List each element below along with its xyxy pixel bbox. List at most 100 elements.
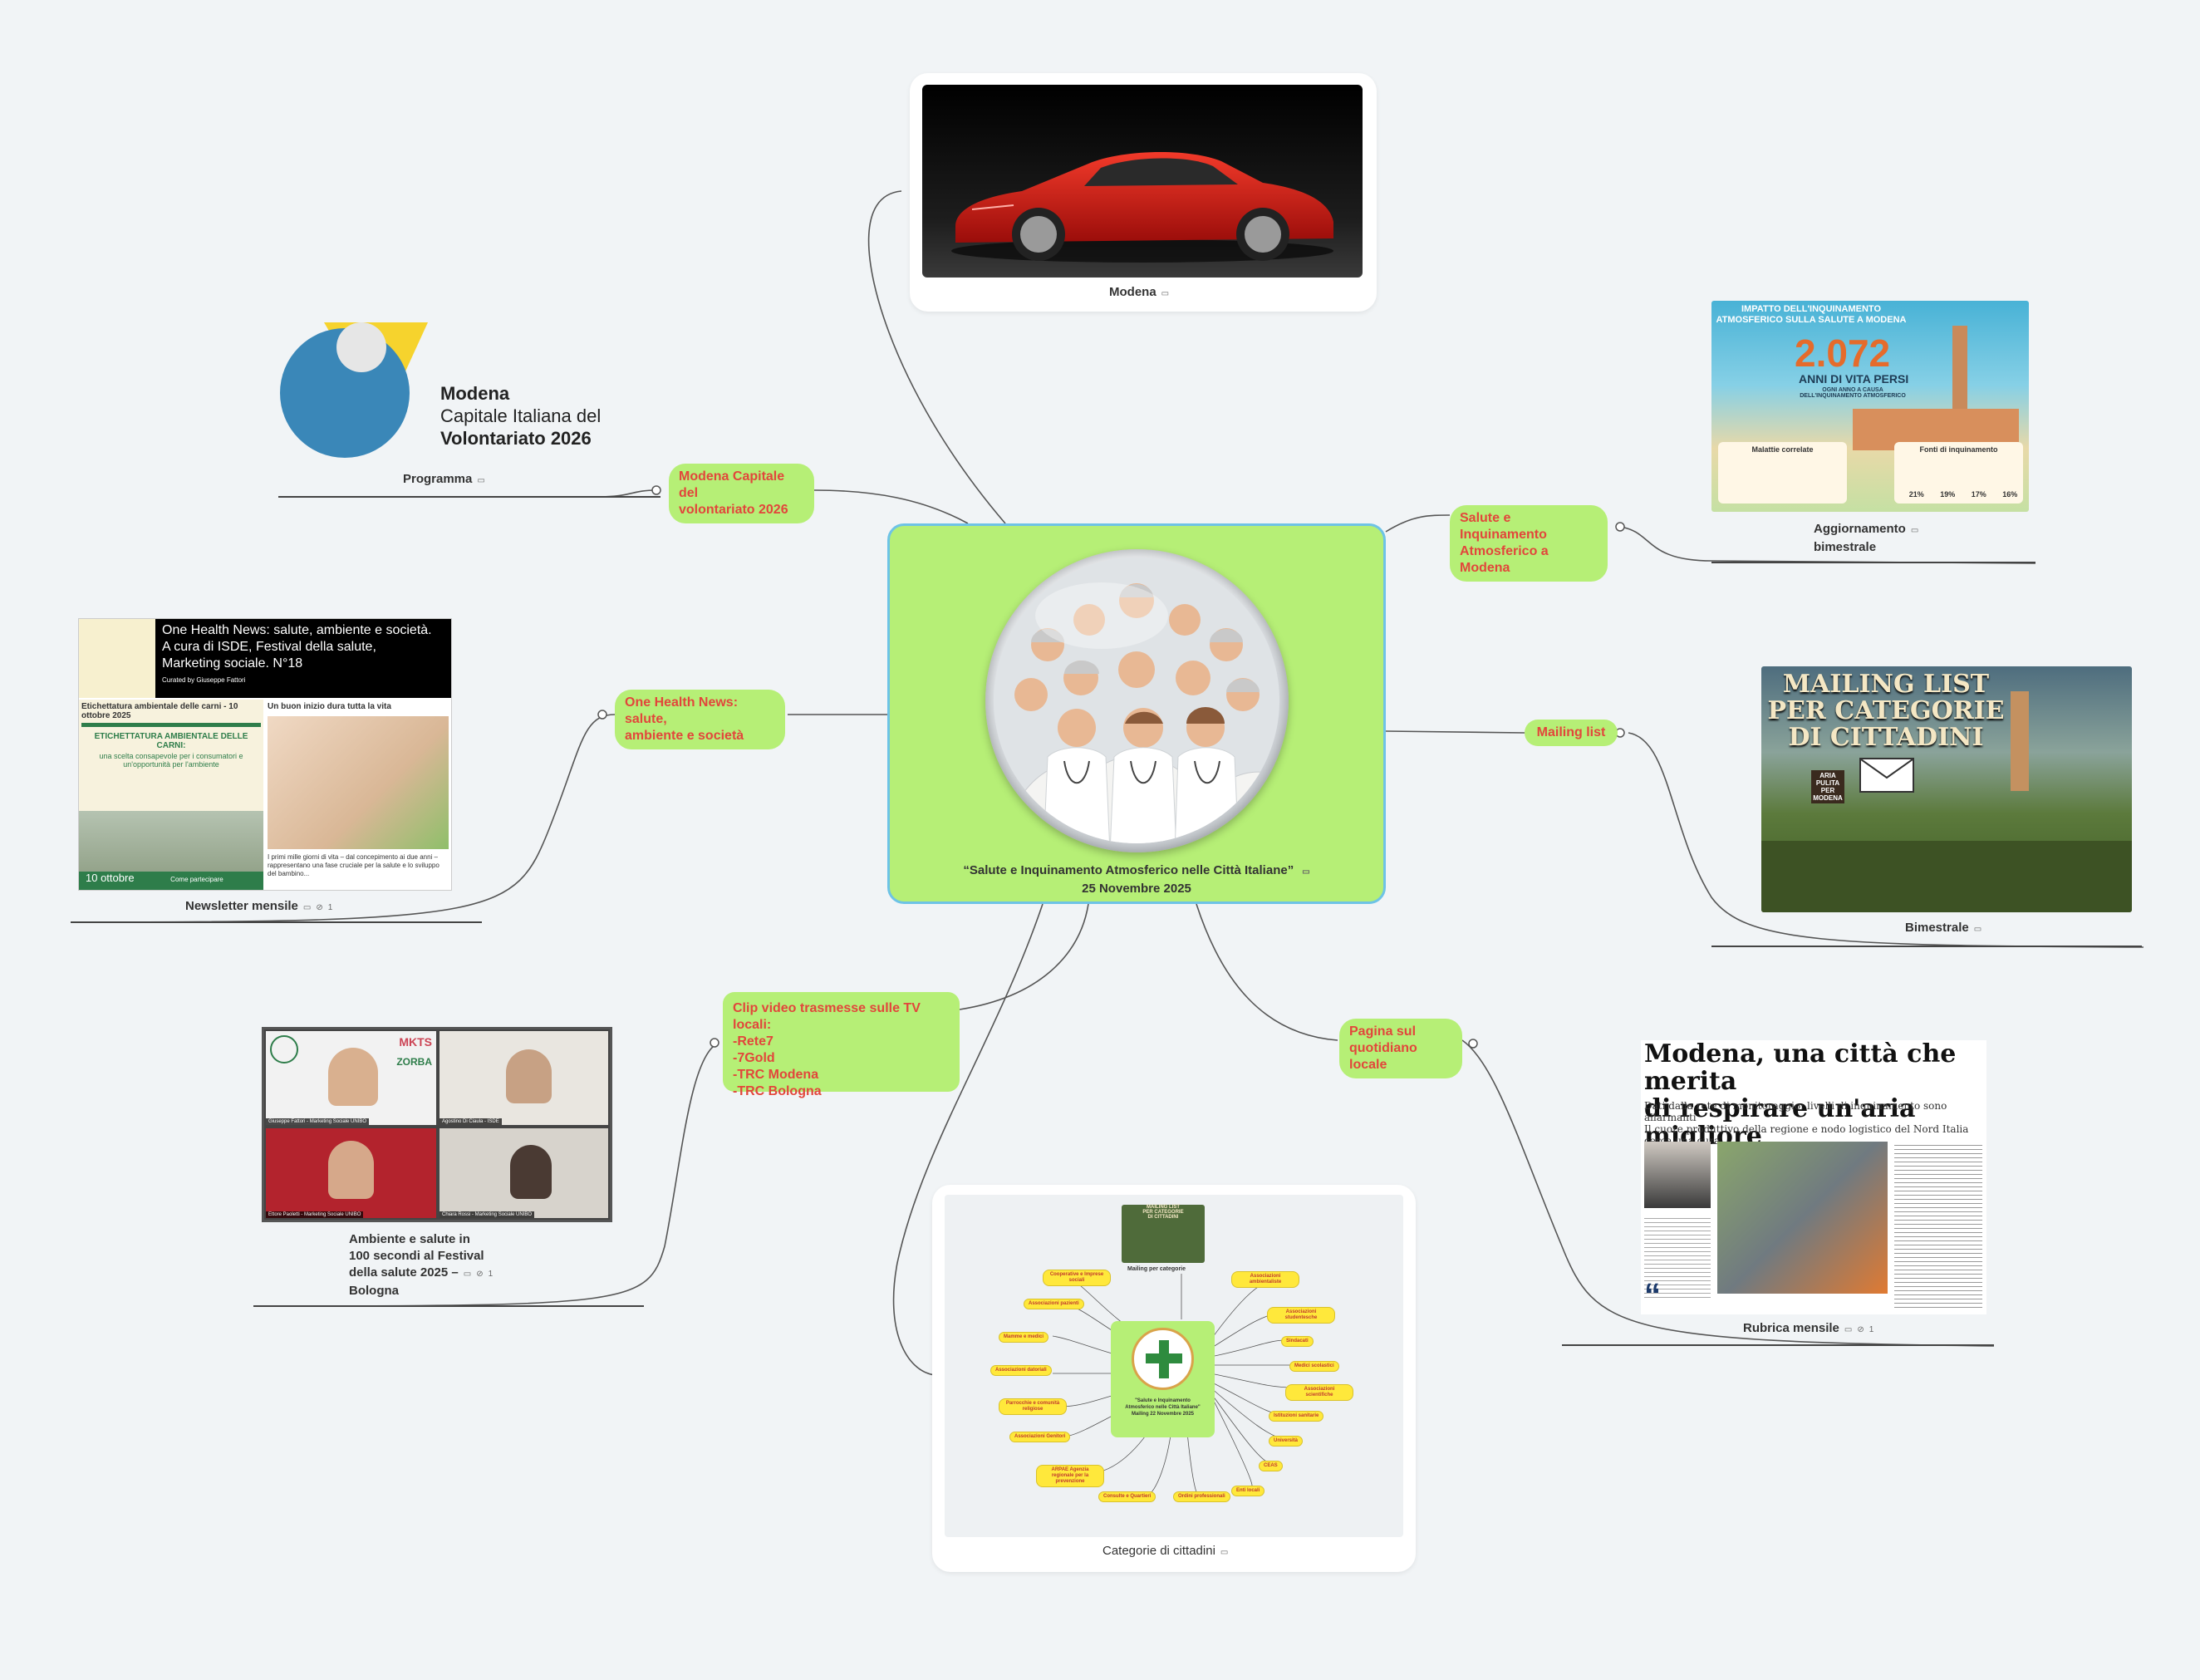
connector-mailing xyxy=(1385,730,1525,734)
aggiornamento-caption: Aggiornamento▭ bimestrale xyxy=(1814,522,1919,554)
inquinamento-infographic[interactable]: IMPATTO DELL'INQUINAMENTO ATMOSFERICO SU… xyxy=(1711,301,2029,512)
newspaper-page[interactable]: Modena, una città che merita di respirar… xyxy=(1641,1040,1986,1314)
ambiente-underline xyxy=(253,1305,644,1307)
connector-aggiornamento xyxy=(1619,526,2036,564)
red-car-image xyxy=(922,85,1363,278)
connector-ambiente xyxy=(253,1042,719,1307)
mini-category-chip: Associazioni studentesche xyxy=(1267,1307,1335,1324)
newsletter-left-article: Etichettatura ambientale delle carni - 1… xyxy=(79,700,263,890)
poster-line2: PER CATEGORIE xyxy=(1767,696,2005,725)
categorie-caption: Categorie di cittadini▭ xyxy=(1102,1544,1229,1558)
headline-line1: Modena, una città che merita xyxy=(1644,1040,1957,1096)
mini-category-chip: Ordini professionali xyxy=(1173,1491,1230,1502)
note-icon[interactable]: ▭ xyxy=(1973,925,1982,934)
logo-line3: Volontariato 2026 xyxy=(440,428,592,449)
newsletter-header-line2: A cura di ISDE, Festival della salute, xyxy=(162,640,376,654)
newsletter-right-article: Un buon inizio dura tutta la vita I prim… xyxy=(265,700,451,890)
mini-category-chip: ARPAE Agenzia regionale per la prevenzio… xyxy=(1036,1465,1104,1487)
programma-caption: Programma▭ xyxy=(403,472,485,486)
note-icon[interactable]: ▭ xyxy=(1910,526,1919,535)
video-call-thumbnail[interactable]: MKTS ZORBA Giuseppe Fattori - Marketing … xyxy=(262,1027,612,1222)
attachment-icon[interactable]: ⊘ xyxy=(1857,1325,1864,1334)
video-tile-4: Chiara Rossi - Marketing Sociale UNIBO xyxy=(440,1128,608,1218)
newsletter-underline xyxy=(71,921,482,923)
newsletter-header-line1: One Health News: salute, ambiente e soci… xyxy=(162,623,432,637)
connector-clip xyxy=(959,903,1089,1010)
central-title-line1: “Salute e Inquinamento Atmosferico nelle… xyxy=(963,863,1294,877)
note-icon[interactable]: ▭ xyxy=(1844,1325,1853,1334)
doctors-group-image xyxy=(985,549,1289,852)
video-tile-2: Agostino Di Ciaula - ISDE xyxy=(440,1031,608,1125)
mini-category-chip: Istituzioni sanitarie xyxy=(1269,1411,1324,1422)
attachment-icon[interactable]: ⊘ xyxy=(316,903,323,912)
mailing-list-topic[interactable]: Mailing list xyxy=(1525,720,1618,746)
newsletter-thumbnail[interactable]: One Health News: salute, ambiente e soci… xyxy=(78,618,452,891)
note-icon[interactable]: ▭ xyxy=(1302,867,1310,877)
video-tile-3: Ettore Paoletti - Marketing Sociale UNIB… xyxy=(266,1128,436,1218)
newsletter-header: One Health News: salute, ambiente e soci… xyxy=(79,619,451,698)
connector-categorie xyxy=(892,903,1044,1376)
clip-video-topic[interactable]: Clip video trasmesse sulle TV locali:-Re… xyxy=(723,992,960,1098)
envelope-icon xyxy=(1859,758,1914,793)
note-icon[interactable]: ▭ xyxy=(463,1270,472,1279)
ambiente-caption: Ambiente e salute in 100 secondi al Fest… xyxy=(349,1232,494,1298)
volontariato-logo: Modena Capitale Italiana del Volontariat… xyxy=(274,314,623,472)
subhead-line1: Dati dalla rete di monitoraggio: livelli… xyxy=(1644,1100,1947,1123)
mini-category-chip: CEAS xyxy=(1259,1461,1283,1471)
video-tile-1: MKTS ZORBA Giuseppe Fattori - Marketing … xyxy=(266,1031,436,1125)
poster-line3: DI CITTADINI xyxy=(1788,723,1984,752)
attachment-count: 1 xyxy=(327,903,333,912)
mini-category-chip: Associazioni Genitori xyxy=(1009,1432,1071,1442)
note-icon[interactable]: ▭ xyxy=(1220,1548,1229,1557)
mini-category-chip: Associazioni pazienti xyxy=(1024,1299,1084,1309)
bimestrale-underline xyxy=(1711,946,2142,947)
mini-category-chip: Enti locali xyxy=(1231,1486,1265,1496)
attachment-count: 1 xyxy=(488,1270,494,1279)
connector-newsletter xyxy=(70,714,616,923)
logo-line1: Modena xyxy=(440,383,510,404)
rubrica-caption: Rubrica mensile▭⊘1 xyxy=(1743,1321,1874,1335)
connector-pagina xyxy=(1196,903,1338,1041)
programma-underline xyxy=(278,496,660,498)
mailing-list-poster[interactable]: MAILING LIST PER CATEGORIE DI CITTADINI … xyxy=(1761,666,2132,912)
central-title: “Salute e Inquinamento Atmosferico nelle… xyxy=(890,862,1383,897)
modena-car-caption: Modena▭ xyxy=(1109,285,1170,299)
connector-modena-capitale xyxy=(813,489,969,524)
mini-category-chip: Cooperative e Imprese sociali xyxy=(1043,1270,1111,1286)
central-topic[interactable]: “Salute e Inquinamento Atmosferico nelle… xyxy=(887,523,1386,904)
aggiornamento-underline xyxy=(1711,562,2035,563)
note-icon[interactable]: ▭ xyxy=(1161,289,1170,298)
mini-category-chip: Mamme e medici xyxy=(999,1332,1049,1343)
newsletter-header-line3: Marketing sociale. N°18 xyxy=(162,656,303,671)
mini-category-chip: Associazioni ambientaliste xyxy=(1231,1271,1299,1288)
mini-category-chip: Parrocchie e comunità religiose xyxy=(999,1398,1067,1415)
note-icon[interactable]: ▭ xyxy=(477,476,485,485)
mini-category-chip: Sindacati xyxy=(1281,1336,1314,1347)
newsletter-caption: Newsletter mensile▭⊘1 xyxy=(185,899,333,913)
attachment-count: 1 xyxy=(1869,1325,1874,1334)
mini-category-chip: Associazioni datoriali xyxy=(990,1365,1052,1376)
mini-category-chip: Medici scolastici xyxy=(1289,1361,1339,1372)
connector-salute xyxy=(1385,514,1451,533)
modena-car-card[interactable]: Modena▭ xyxy=(910,73,1377,312)
mini-category-chip: Università xyxy=(1269,1436,1304,1447)
newsletter-curated: Curated by Giuseppe Fattori xyxy=(162,676,246,684)
logo-line2: Capitale Italiana del xyxy=(440,405,602,426)
connector-modena-car xyxy=(867,190,1006,524)
mini-top-caption: Mailing per categorie xyxy=(1127,1266,1186,1272)
rubrica-underline xyxy=(1562,1344,1994,1346)
one-health-topic[interactable]: One Health News: salute,ambiente e socie… xyxy=(615,690,785,749)
mini-category-chip: Associazioni scientifiche xyxy=(1285,1384,1353,1401)
bimestrale-caption: Bimestrale▭ xyxy=(1905,921,1982,935)
connector-rubrica xyxy=(1461,1039,1995,1347)
attachment-icon[interactable]: ⊘ xyxy=(476,1270,484,1279)
poster-line1: MAILING LIST xyxy=(1782,670,1990,699)
note-icon[interactable]: ▭ xyxy=(302,903,312,912)
